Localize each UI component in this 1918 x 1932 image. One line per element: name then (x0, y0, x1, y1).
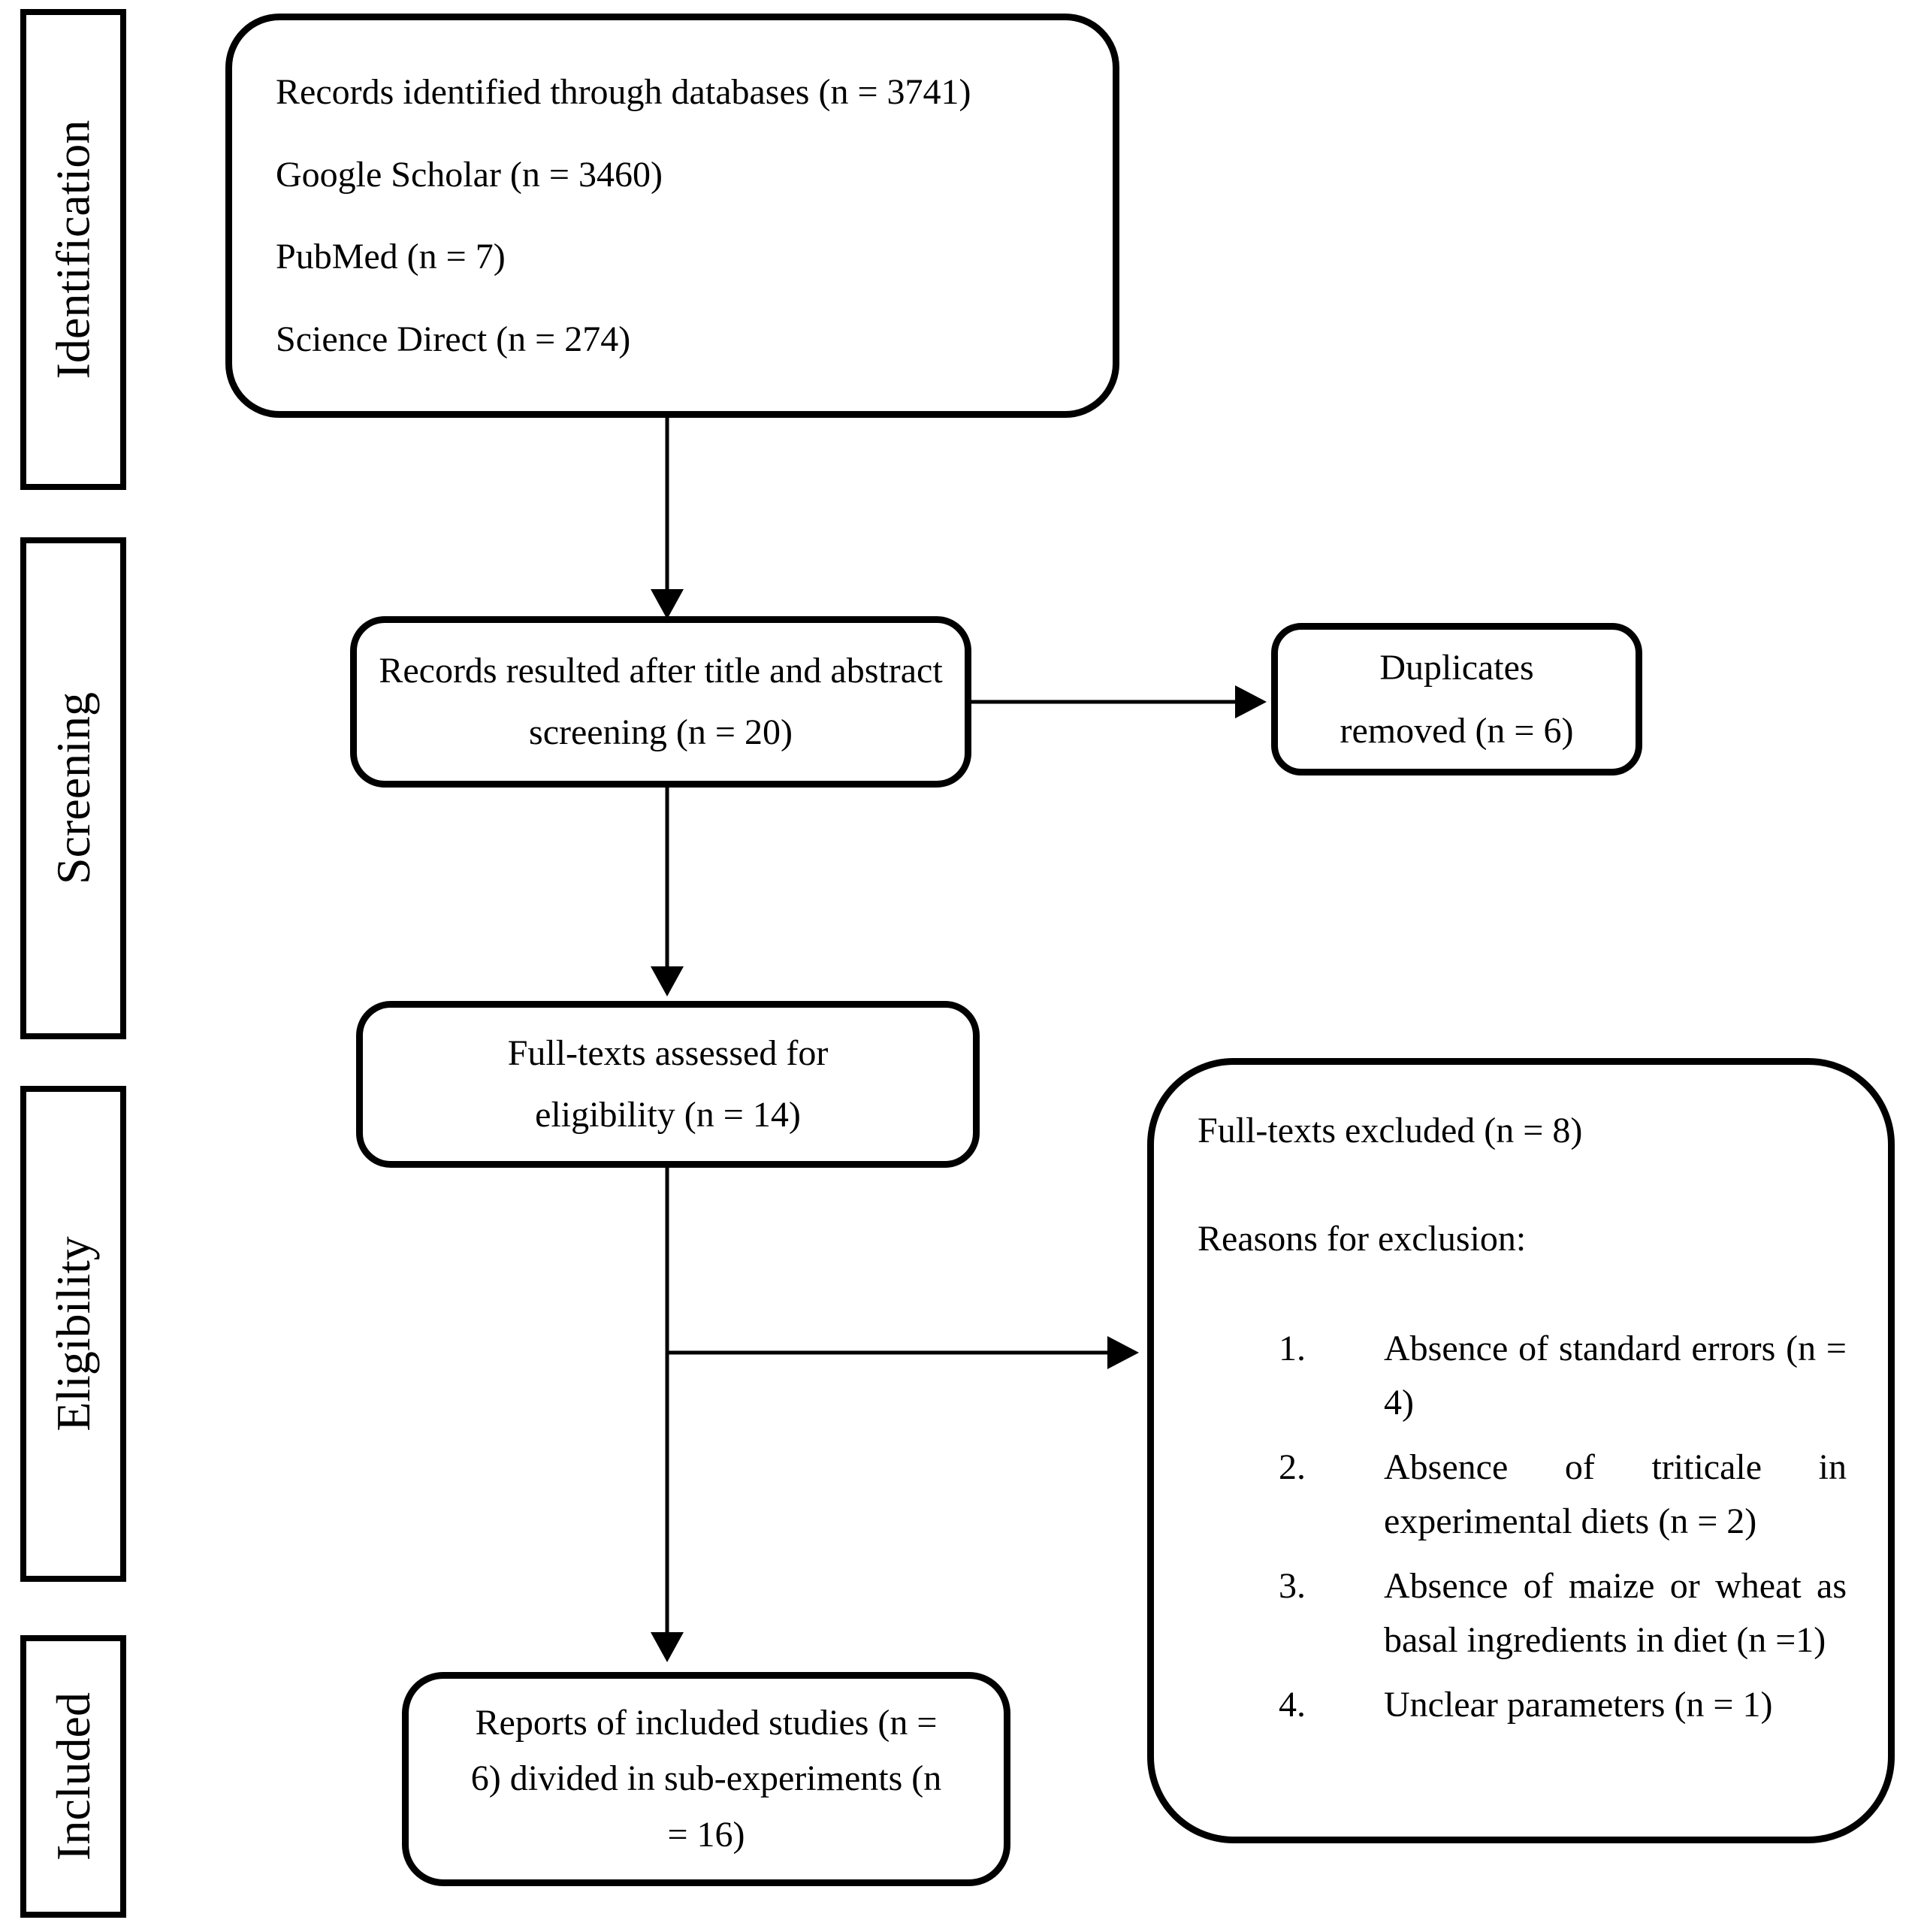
reason-number: 3. (1279, 1566, 1306, 1606)
title-abstract-screening-text: Records resulted after title and abstrac… (379, 651, 943, 752)
reason-text: Unclear parameters (n = 1) (1384, 1685, 1773, 1725)
arrow-screening-to-fulltext (651, 788, 684, 996)
arrow-fulltext-to-excluded (667, 1336, 1139, 1369)
arrow-fulltext-to-included (651, 1168, 684, 1662)
reason-text: Absence of maize or wheat as basal ingre… (1384, 1566, 1847, 1660)
fulltext-assessed-text: Full-texts assessed for eligibility (n =… (507, 1033, 829, 1135)
reason-number: 1. (1279, 1329, 1306, 1368)
included-reports-box: Reports of included studies (n = 6) divi… (402, 1672, 1010, 1886)
stage-eligibility: Eligibility (20, 1086, 126, 1582)
exclusion-reason-item: 4. Unclear parameters (n = 1) (1279, 1678, 1847, 1732)
excluded-subtitle: Reasons for exclusion: (1198, 1219, 1527, 1259)
records-sciencedirect-line: Science Direct (n = 274) (276, 319, 631, 359)
records-google-line: Google Scholar (n = 3460) (276, 154, 663, 195)
stage-identification: Identification (20, 9, 126, 490)
reason-text: Absence of triticale in experimental die… (1384, 1447, 1847, 1541)
stage-included-label: Included (46, 1692, 100, 1861)
arrow-records-to-screening (651, 418, 684, 619)
stage-identification-label: Identification (46, 119, 100, 379)
records-identified-box: Records identified through databases (n … (225, 14, 1119, 418)
duplicates-removed-box: Duplicates removed (n = 6) (1271, 623, 1642, 776)
stage-eligibility-label: Eligibility (46, 1236, 100, 1432)
included-reports-text: Reports of included studies (n = 6) divi… (470, 1702, 942, 1855)
stage-included: Included (20, 1635, 126, 1918)
exclusion-reason-item: 2. Absence of triticale in experimental … (1279, 1441, 1847, 1549)
fulltext-assessed-box: Full-texts assessed for eligibility (n =… (356, 1001, 980, 1168)
exclusion-reason-item: 1. Absence of standard errors (n = 4) (1279, 1322, 1847, 1430)
stage-screening-label: Screening (46, 692, 100, 884)
exclusion-reason-item: 3. Absence of maize or wheat as basal in… (1279, 1559, 1847, 1667)
records-pubmed-line: PubMed (n = 7) (276, 237, 506, 277)
duplicates-removed-text: Duplicates removed (n = 6) (1340, 647, 1574, 751)
arrow-screening-to-duplicates (971, 685, 1267, 718)
records-total-line: Records identified through databases (n … (276, 72, 971, 113)
excluded-title: Full-texts excluded (n = 8) (1198, 1111, 1583, 1150)
fulltext-excluded-box: Full-texts excluded (n = 8) Reasons for … (1147, 1058, 1895, 1843)
title-abstract-screening-box: Records resulted after title and abstrac… (350, 616, 971, 788)
reason-text: Absence of standard errors (n = 4) (1384, 1329, 1847, 1423)
reason-number: 4. (1279, 1685, 1306, 1725)
stage-screening: Screening (20, 537, 126, 1039)
reason-number: 2. (1279, 1447, 1306, 1487)
